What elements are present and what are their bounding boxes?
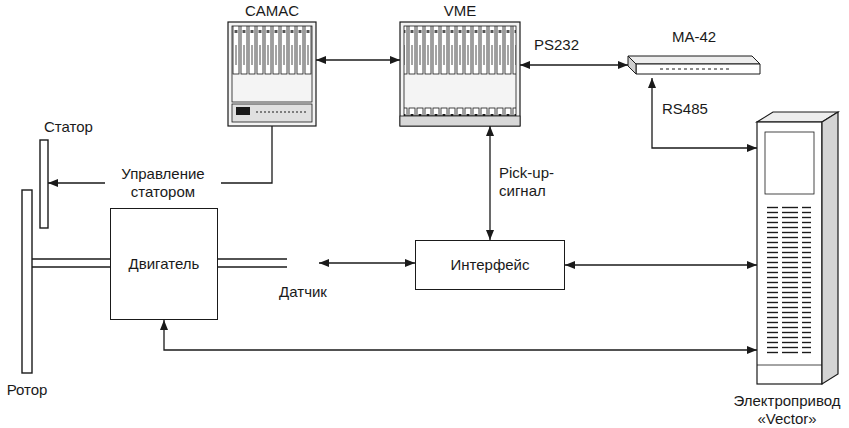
connector-arrow <box>319 263 415 264</box>
node-heading: Датчик <box>279 283 327 301</box>
camac-crate <box>228 22 316 126</box>
connector-arrow <box>652 78 757 148</box>
edge-label: RS485 <box>660 100 710 118</box>
vector-cabinet <box>757 112 838 384</box>
node-heading: Электропривод «Vector» <box>730 392 844 428</box>
crate-node: VME <box>400 22 520 126</box>
crate-node: CAMAC <box>228 22 316 126</box>
box-label: Двигатель <box>129 255 200 273</box>
converter-node: MA-42 <box>628 52 760 78</box>
shaft <box>32 259 110 267</box>
stator-bar <box>40 140 48 228</box>
node-heading: MA-42 <box>672 28 716 46</box>
rotor-bar <box>22 190 32 373</box>
ma42-device <box>628 56 760 74</box>
node-heading: VME <box>444 2 477 20</box>
edge-label: PS232 <box>532 36 581 54</box>
vme-crate <box>400 22 520 126</box>
edge-label: Управление статором <box>105 165 221 201</box>
sensor-box: Датчик <box>287 252 319 275</box>
box-label: Интерфейс <box>450 256 529 274</box>
node-heading: Ротор <box>7 381 48 399</box>
node-heading: Статор <box>44 118 93 136</box>
process-box: Интерфейс <box>415 240 565 290</box>
connector-arrow <box>164 320 757 350</box>
connector-arrow <box>490 126 491 240</box>
drive-node: Электропривод «Vector» <box>757 112 838 384</box>
edge-label: Pick-up-сигнал <box>497 164 575 200</box>
shaft <box>218 259 287 267</box>
process-box: Двигатель <box>110 208 218 320</box>
node-heading: CAMAC <box>245 2 299 20</box>
connector-arrow <box>520 65 628 66</box>
connector-arrow <box>316 60 400 61</box>
connector-arrow <box>565 265 757 266</box>
rotor-node: Ротор <box>22 190 32 373</box>
stator-node: Статор <box>40 140 48 228</box>
